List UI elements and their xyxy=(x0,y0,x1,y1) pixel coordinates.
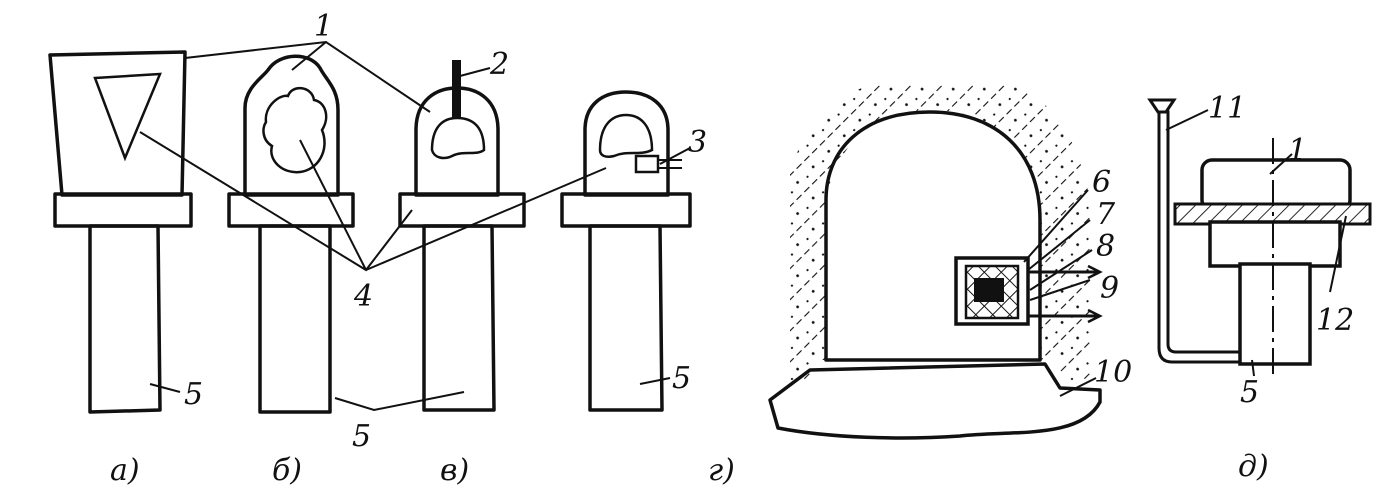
label-7: 7 xyxy=(1096,197,1116,232)
collar xyxy=(1208,220,1342,268)
variant-a xyxy=(48,50,193,414)
caption-a: а) xyxy=(110,453,140,488)
cavity-b xyxy=(262,87,328,174)
caption-g: г) xyxy=(708,453,735,488)
label-2: 2 xyxy=(489,47,509,82)
label-4: 4 xyxy=(353,279,373,314)
label-5-bv: 5 xyxy=(352,419,371,454)
label-5-a: 5 xyxy=(184,377,203,412)
core-8 xyxy=(974,278,1004,302)
soil-mass xyxy=(790,85,1090,380)
caption-b: б) xyxy=(272,453,302,488)
label-5-d: 5 xyxy=(1240,375,1259,410)
variant-b xyxy=(227,54,355,414)
sensor-2 xyxy=(452,60,461,118)
sensor-3 xyxy=(634,154,660,174)
casing-g xyxy=(583,90,670,197)
casing-b xyxy=(243,54,340,197)
stem-d xyxy=(1238,262,1312,366)
variant-g2 xyxy=(768,85,1103,440)
label-3: 3 xyxy=(688,125,707,160)
label-9: 9 xyxy=(1100,271,1119,306)
variant-g1 xyxy=(560,90,692,412)
label-5-g: 5 xyxy=(672,361,691,396)
caption-v: в) xyxy=(440,453,469,488)
label-12: 12 xyxy=(1316,303,1354,338)
funnel-11 xyxy=(1147,98,1177,114)
stem-v xyxy=(422,224,496,412)
flange-g xyxy=(560,192,692,228)
cavity-g xyxy=(598,113,654,158)
stem-a xyxy=(88,224,162,414)
leader-lines xyxy=(139,40,1347,412)
caption-d: д) xyxy=(1238,449,1269,484)
foundation-base xyxy=(768,362,1102,440)
variant-d xyxy=(1147,98,1372,380)
label-10: 10 xyxy=(1094,355,1132,390)
label-8: 8 xyxy=(1096,229,1115,264)
label-1-d: 1 xyxy=(1288,133,1307,168)
concrete-block xyxy=(824,110,1042,362)
cavity-v xyxy=(430,116,486,160)
stem-b xyxy=(258,224,332,414)
captions: а) б) в) г) д) xyxy=(110,449,1269,488)
variant-v xyxy=(398,60,526,412)
callout-labels: 1 2 3 4 5 5 5 6 7 8 9 10 11 1 12 5 xyxy=(184,9,1354,454)
label-1-top: 1 xyxy=(314,9,333,44)
label-11: 11 xyxy=(1208,91,1246,126)
label-6: 6 xyxy=(1092,165,1111,200)
flange-a xyxy=(53,192,193,228)
stem-g xyxy=(588,224,664,412)
cavity-a xyxy=(93,72,162,162)
